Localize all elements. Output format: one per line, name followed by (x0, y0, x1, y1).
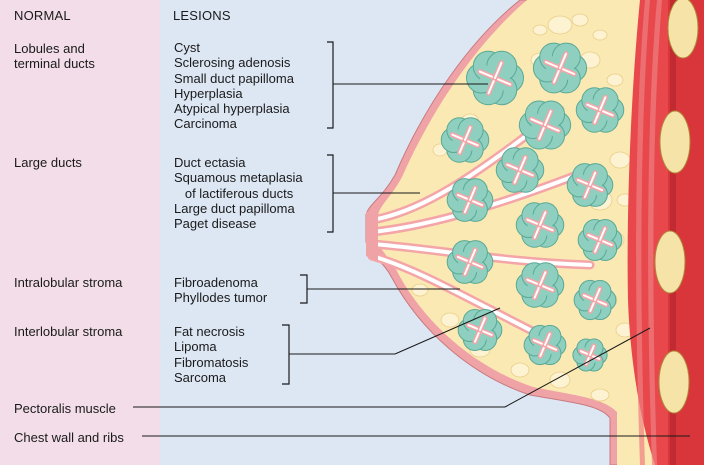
fat-cell (609, 151, 631, 169)
lesion-item: Large duct papilloma (174, 200, 295, 216)
normal-label-large-ducts: Large ducts (14, 155, 82, 170)
lesion-item: Paget disease (174, 216, 257, 232)
lesion-item: Fibromatosis (174, 354, 249, 370)
normal-label-pectoralis: Pectoralis muscle (14, 401, 116, 416)
lobule (495, 147, 545, 193)
nipple (366, 208, 378, 262)
lobule (457, 309, 503, 351)
lesion-item: Cyst (174, 40, 200, 55)
normal-label-chest-wall: Chest wall and ribs (14, 430, 124, 445)
lobule (440, 117, 490, 163)
normal-label-intralobular-stroma: Intralobular stroma (14, 275, 123, 290)
lobule (523, 324, 567, 366)
lesions-header: LESIONS (173, 8, 231, 23)
leader-lines (133, 83, 690, 437)
lobule (577, 219, 623, 261)
lobule (466, 50, 524, 106)
normal-header: NORMAL (14, 8, 71, 23)
normal-label-lobules: Lobules and terminal ducts (14, 41, 95, 71)
lesion-item: of lactiferous ducts (174, 185, 294, 201)
lesion-item: Phyllodes tumor (174, 290, 268, 306)
lesion-item: Fat necrosis (174, 324, 245, 339)
rib (654, 230, 686, 294)
lesion-list-intralobular-stroma: Fibroadenoma Phyllodes tumor (174, 275, 267, 306)
lesion-item: Small duct papilloma (174, 70, 294, 86)
fat-cell (606, 73, 624, 87)
lesion-item: Hyperplasia (174, 85, 243, 101)
fat-cell (590, 388, 610, 402)
lesion-item: Carcinoma (174, 116, 237, 132)
normal-label-interlobular-stroma: Interlobular stroma (14, 324, 123, 339)
lesion-item: Squamous metaplasia (174, 170, 303, 186)
rib (659, 110, 691, 174)
lobule (515, 202, 565, 248)
lesion-list-lobules: Cyst Sclerosing adenosis Small duct papi… (174, 40, 294, 132)
lesion-list-large-ducts: Duct ectasia Squamous metaplasia of lact… (174, 155, 303, 231)
lobule (446, 178, 494, 222)
fat-cell (510, 362, 530, 378)
lobule (532, 42, 588, 94)
lesion-item: Lipoma (174, 339, 217, 355)
lesion-item: Fibroadenoma (174, 275, 258, 290)
fat-cell (440, 312, 460, 328)
rib (667, 0, 699, 59)
fat-cell (411, 283, 429, 297)
lobules (440, 42, 625, 372)
lesion-item: Sarcoma (174, 369, 227, 385)
lesion-list-interlobular-stroma: Fat necrosis Lipoma Fibromatosis Sarcoma (174, 324, 248, 385)
lobule (566, 163, 614, 207)
lesion-item: Duct ectasia (174, 155, 246, 170)
normal-column (0, 0, 160, 465)
fat-cell (549, 371, 571, 389)
lobule (518, 100, 572, 150)
lobule (573, 279, 617, 321)
fat-cell (592, 29, 608, 41)
lobule (572, 338, 608, 372)
ribs (654, 0, 699, 414)
fat-cell (547, 15, 573, 35)
fat-cell (532, 24, 548, 36)
lesion-item: Sclerosing adenosis (174, 55, 291, 71)
lobule (575, 87, 625, 133)
rib (658, 350, 690, 414)
fat-cell (571, 13, 589, 27)
lobule (446, 240, 494, 284)
lesion-item: Atypical hyperplasia (174, 101, 290, 117)
lobule (515, 262, 565, 308)
